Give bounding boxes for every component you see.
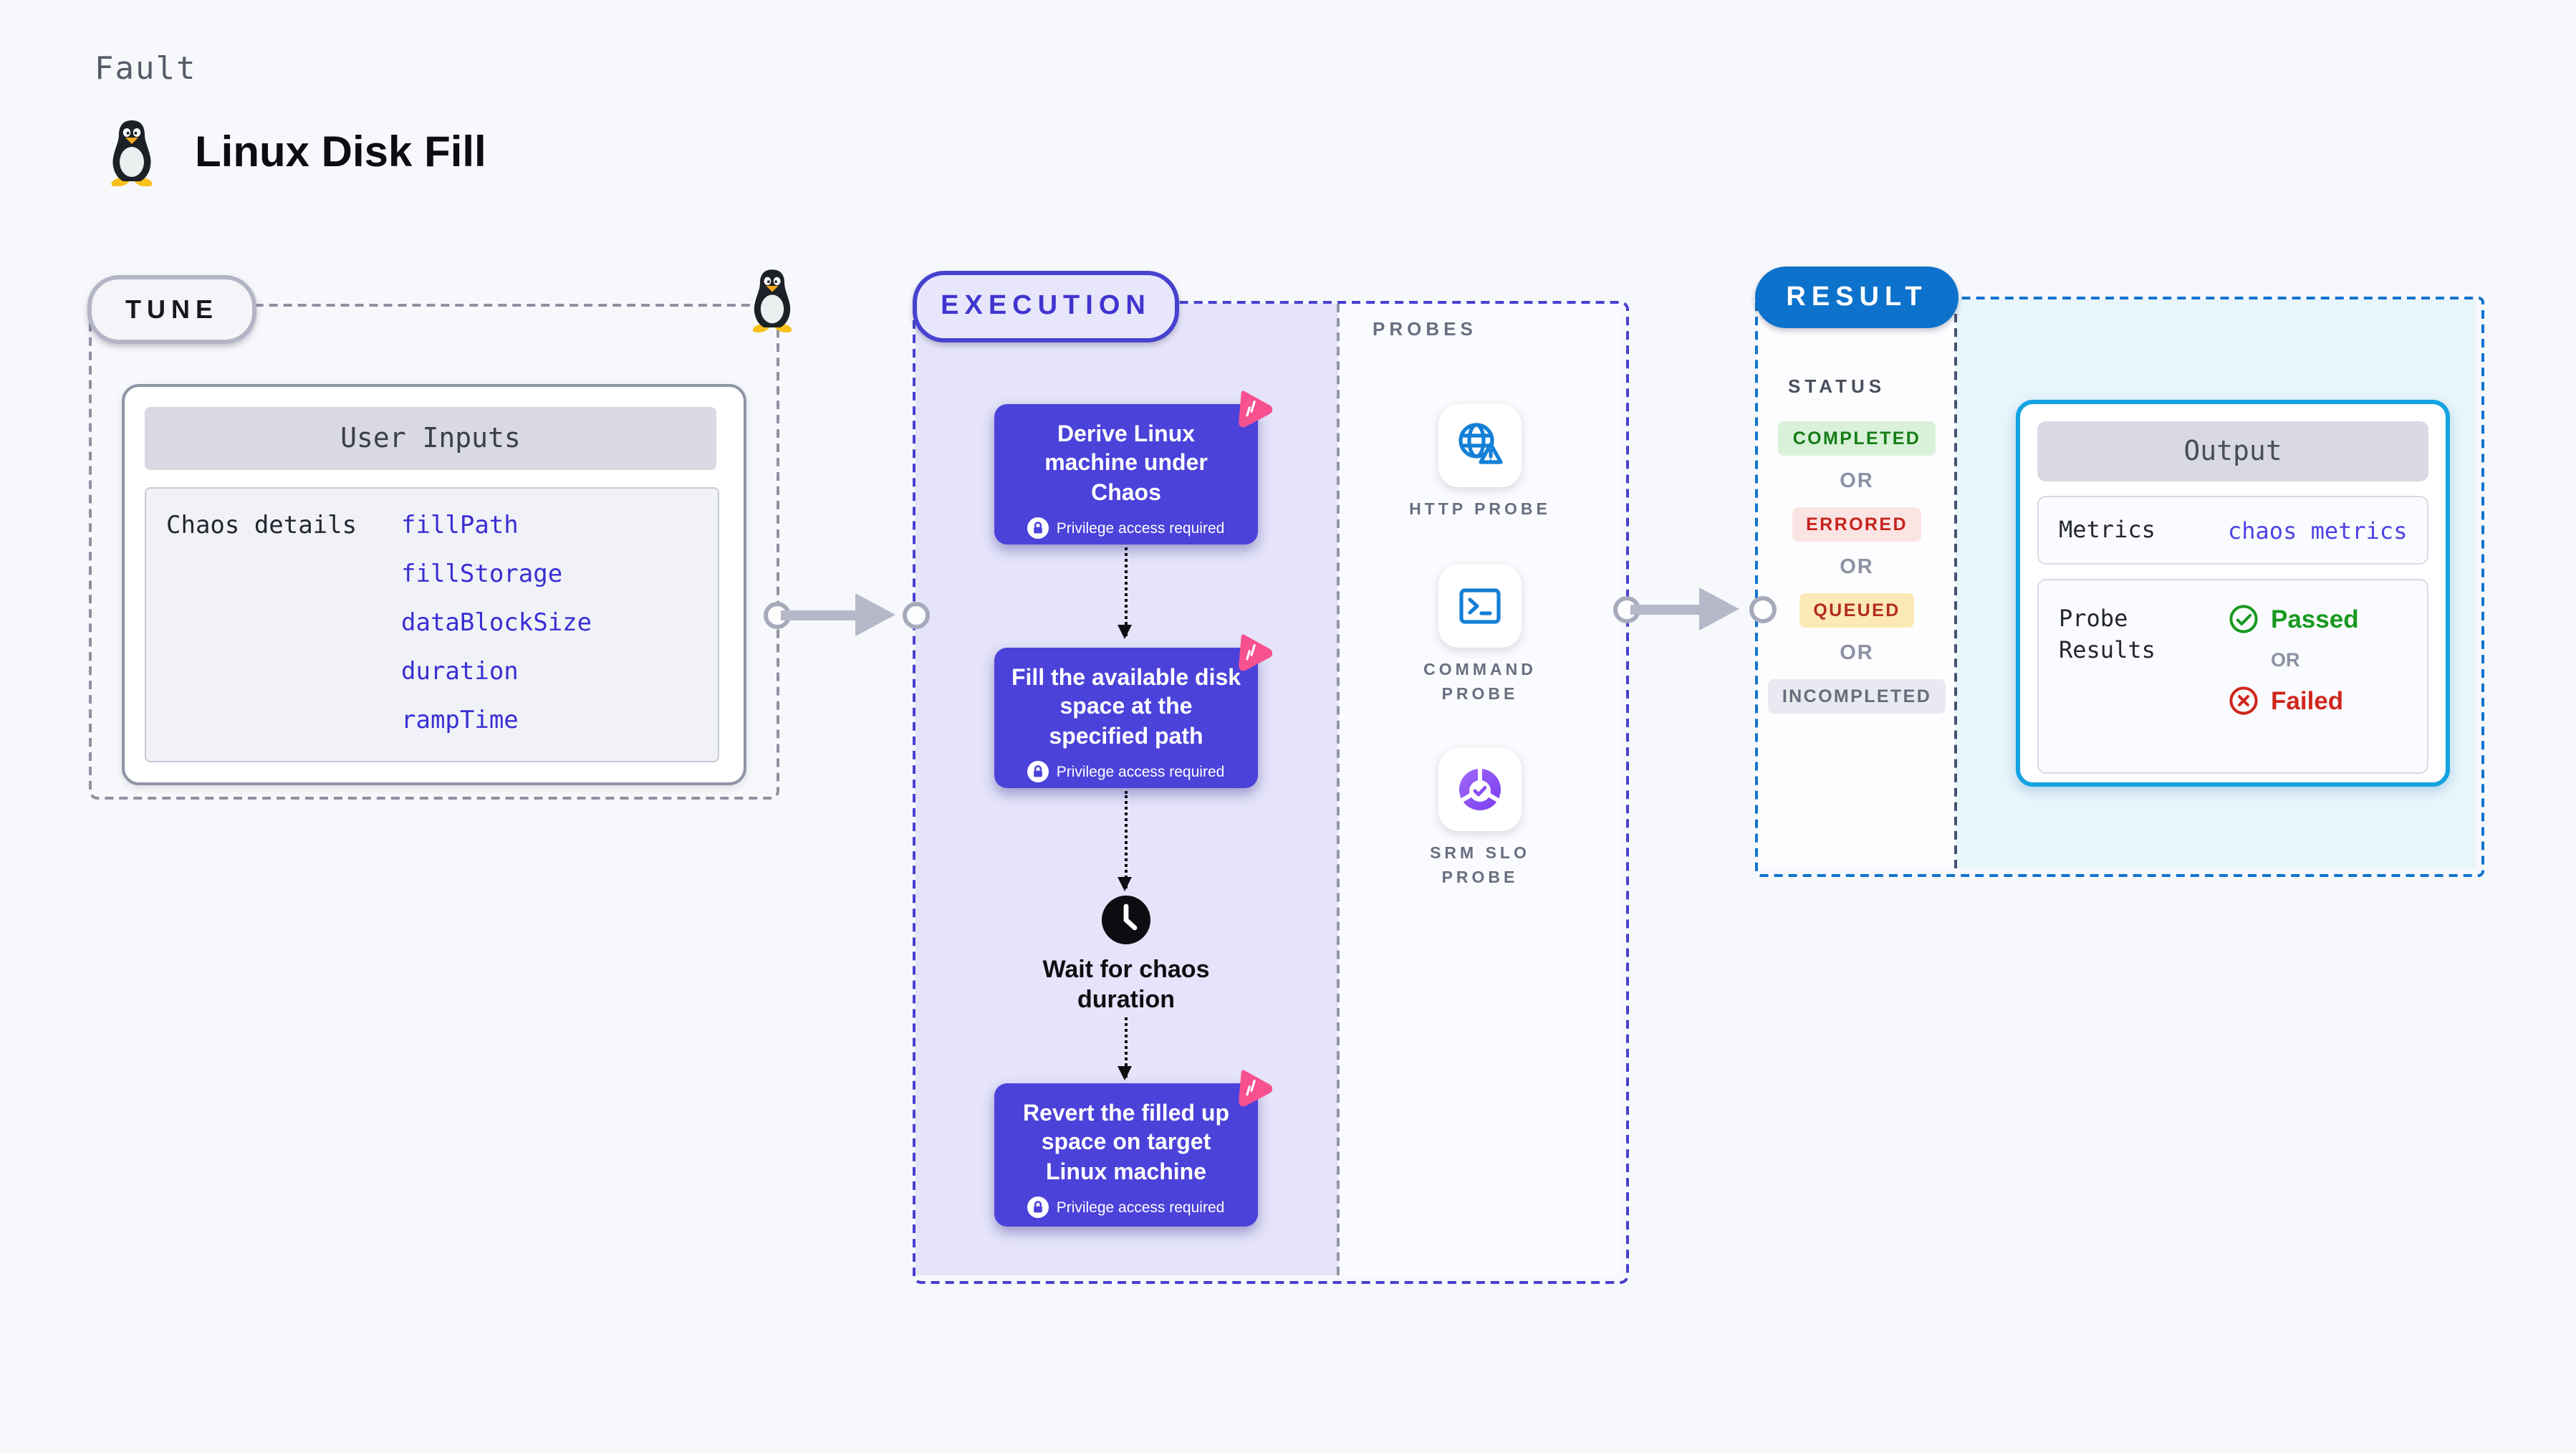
chaos-scribble-icon — [1229, 629, 1273, 672]
tune-to-execution-arrow — [764, 593, 930, 636]
execution-section-box — [913, 301, 1629, 1284]
arrow-head — [855, 593, 895, 636]
result-pill-label: RESULT — [1786, 282, 1928, 312]
slo-donut-check-icon — [1459, 769, 1501, 810]
flow-connector — [1118, 1017, 1133, 1080]
check-circle-icon — [2229, 605, 2258, 633]
metrics-label: Metrics — [2059, 515, 2156, 543]
x-circle-icon — [2229, 686, 2258, 715]
user-inputs-card: User Inputs Chaos details fillPath fillS… — [122, 384, 746, 785]
probes-label: PROBES — [1373, 318, 1477, 340]
input-link-fillpath[interactable]: fillPath — [401, 512, 519, 540]
chaos-details-label: Chaos details — [166, 512, 357, 540]
privilege-row: Privilege access required — [994, 1197, 1258, 1219]
tune-pill-label: TUNE — [125, 294, 218, 323]
arrow-head — [1699, 588, 1739, 630]
terminal-icon — [1459, 588, 1501, 624]
chaos-metrics-link[interactable]: chaos metrics — [2228, 517, 2408, 544]
privilege-label: Privilege access required — [1056, 519, 1225, 537]
wait-label: Wait for chaos duration — [1042, 956, 1210, 1014]
probe-results-label: Probe Results — [2059, 605, 2156, 664]
status-area — [1758, 299, 1956, 868]
probe-results-values: Passed OR Failed — [2228, 603, 2359, 772]
status-badge-queued: QUEUED — [1799, 593, 1915, 628]
user-inputs-header: User Inputs — [145, 407, 716, 470]
status-badge-errored: ERRORED — [1792, 507, 1922, 542]
execution-pill-label: EXECUTION — [941, 291, 1151, 321]
step-title: Revert the filled up space on target Lin… — [1022, 1102, 1230, 1185]
input-link-duration[interactable]: duration — [401, 658, 519, 686]
step-derive-machine: Derive Linux machine under Chaos Privile… — [994, 390, 1273, 545]
probe-card-srm-slo — [1438, 748, 1522, 831]
execution-to-result-arrow — [1613, 588, 1777, 630]
probe-card-command — [1438, 565, 1522, 648]
status-list: COMPLETED OR ERRORED OR QUEUED OR INCOMP… — [1764, 421, 1950, 714]
flow-connector — [1118, 547, 1133, 639]
probe-label-command: COMMAND PROBE — [1423, 662, 1537, 704]
result-section-box — [1755, 297, 2484, 877]
lock-icon — [1027, 761, 1049, 783]
status-badge-completed: COMPLETED — [1778, 421, 1936, 456]
tux-penguin-icon-small — [745, 267, 799, 333]
lock-icon — [1027, 517, 1049, 540]
status-label: STATUS — [1788, 375, 1886, 397]
step-title: Fill the available disk space at the spe… — [1011, 666, 1241, 749]
or-label: OR — [2271, 649, 2300, 671]
output-header: Output — [2037, 421, 2428, 481]
output-card: Output Metrics chaos metrics Probe Resul… — [2016, 400, 2450, 787]
failed-item: Failed — [2228, 685, 2359, 716]
passed-item: Passed — [2228, 603, 2359, 635]
metrics-row: Metrics chaos metrics — [2037, 496, 2428, 565]
probe-label-http: HTTP PROBE — [1409, 502, 1551, 519]
probe-label-srm-slo: SRM SLO PROBE — [1430, 845, 1530, 887]
execution-pill: EXECUTION — [913, 271, 1179, 342]
lock-icon — [1027, 1197, 1049, 1219]
or-label: OR — [1840, 470, 1874, 493]
or-label: OR — [1840, 556, 1874, 579]
clock-icon — [1100, 894, 1152, 946]
result-divider — [1954, 299, 1957, 868]
probe-results-row: Probe Results Passed OR Failed — [2037, 579, 2428, 774]
tux-penguin-icon — [103, 118, 160, 187]
tune-pill: TUNE — [87, 275, 256, 344]
input-link-ramptime[interactable]: rampTime — [401, 706, 519, 735]
arrow-shaft — [1630, 604, 1702, 614]
page-title: Linux Disk Fill — [195, 129, 486, 176]
connector-dot — [1749, 596, 1777, 623]
status-badge-incompleted: INCOMPLETED — [1767, 679, 1946, 714]
input-link-fillstorage[interactable]: fillStorage — [401, 560, 563, 589]
probe-card-http — [1438, 404, 1522, 487]
connector-dot — [903, 602, 930, 629]
privilege-row: Privilege access required — [994, 517, 1258, 540]
privilege-label: Privilege access required — [1056, 763, 1225, 781]
passed-label: Passed — [2271, 604, 2359, 633]
fault-kicker: Fault — [95, 52, 197, 87]
or-label: OR — [1840, 642, 1874, 665]
step-title: Derive Linux machine under Chaos — [1044, 423, 1208, 506]
chaos-scribble-icon — [1229, 385, 1273, 428]
step-fill-disk: Fill the available disk space at the spe… — [994, 634, 1273, 788]
probes-divider — [1337, 304, 1340, 1275]
failed-label: Failed — [2271, 686, 2344, 714]
step-revert-space: Revert the filled up space on target Lin… — [994, 1070, 1273, 1227]
tune-section-box — [89, 304, 779, 800]
privilege-row: Privilege access required — [994, 761, 1258, 783]
input-link-datablocksize[interactable]: dataBlockSize — [401, 609, 592, 638]
user-inputs-table: Chaos details fillPath fillStorage dataB… — [145, 487, 719, 762]
result-pill: RESULT — [1755, 267, 1959, 328]
chaos-scribble-icon — [1229, 1065, 1273, 1108]
arrow-shaft — [781, 610, 858, 620]
privilege-label: Privilege access required — [1056, 1199, 1225, 1217]
globe-alert-icon — [1458, 423, 1503, 464]
flow-connector — [1118, 791, 1133, 891]
